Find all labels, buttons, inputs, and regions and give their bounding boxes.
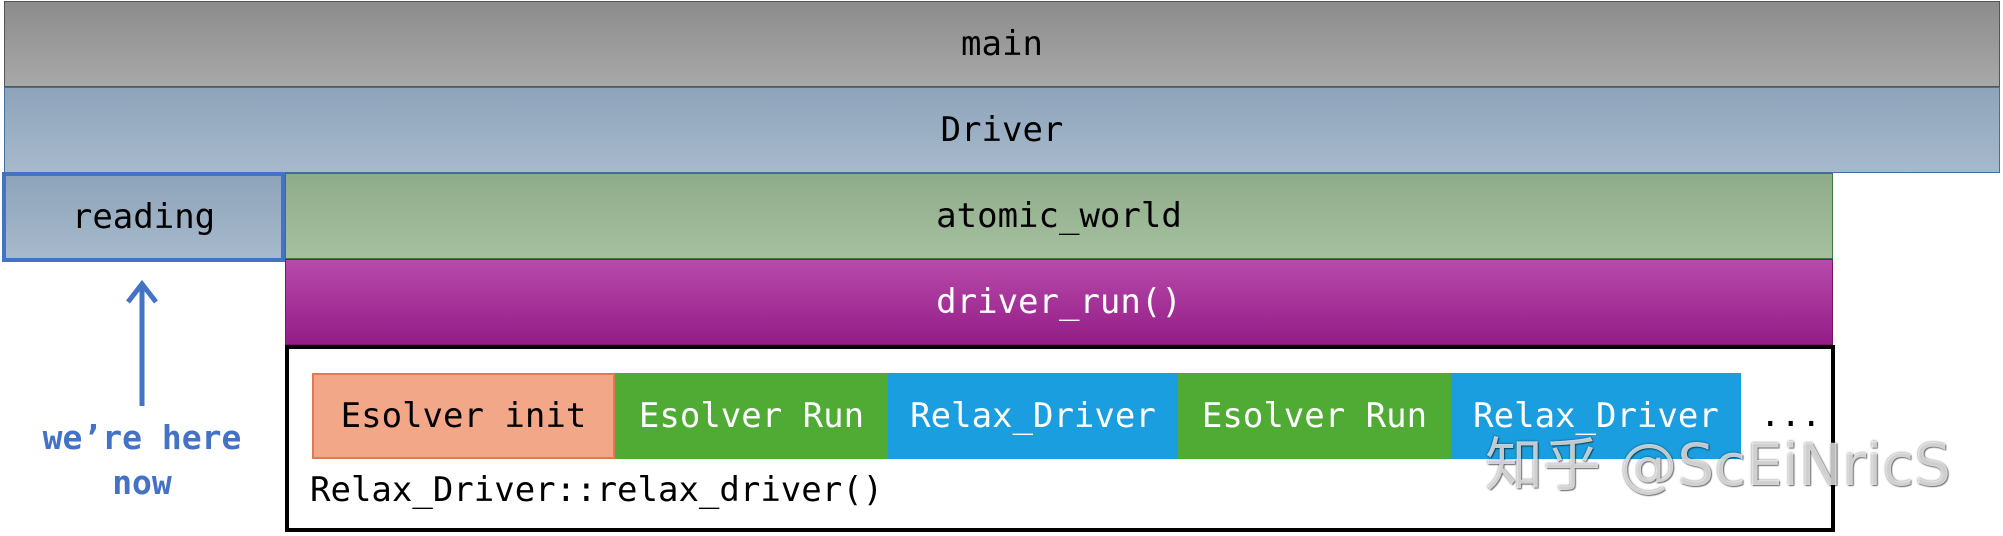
driver-run-layer-label: driver_run()	[936, 282, 1182, 322]
annotation-line-2: now	[112, 463, 172, 502]
driver-run-layer: driver_run()	[285, 259, 1833, 345]
watermark: 知乎 @ScEiNricS	[1485, 431, 1951, 499]
up-arrow-icon	[126, 279, 158, 406]
reading-layer-label: reading	[71, 197, 216, 237]
relax-driver-segment: Relax_Driver	[888, 373, 1178, 459]
you-are-here-annotation: we’re here now	[22, 415, 262, 505]
esolver-init-segment: Esolver init	[312, 373, 615, 459]
driver-layer: Driver	[4, 87, 2000, 173]
main-layer: main	[4, 1, 2000, 87]
relax-driver-label: Relax_Driver	[910, 396, 1156, 436]
esolver-run-label: Esolver Run	[638, 396, 865, 436]
reading-layer: reading	[2, 172, 285, 262]
esolver-run-segment: Esolver Run	[615, 373, 888, 459]
driver-layer-label: Driver	[940, 110, 1064, 150]
main-layer-label: main	[961, 24, 1043, 64]
relax-driver-function-label: Relax_Driver::relax_driver()	[310, 470, 884, 510]
atomic-world-layer-label: atomic_world	[936, 196, 1182, 236]
relax-driver-segment: Relax_Driver	[1451, 373, 1741, 459]
ellipsis: ...	[1760, 395, 1822, 435]
relax-driver-label: Relax_Driver	[1473, 396, 1719, 436]
atomic-world-layer: atomic_world	[285, 173, 1833, 259]
esolver-run-segment: Esolver Run	[1178, 373, 1451, 459]
annotation-line-1: we’re here	[42, 418, 242, 457]
esolver-init-label: Esolver init	[340, 396, 587, 436]
esolver-run-label: Esolver Run	[1201, 396, 1428, 436]
